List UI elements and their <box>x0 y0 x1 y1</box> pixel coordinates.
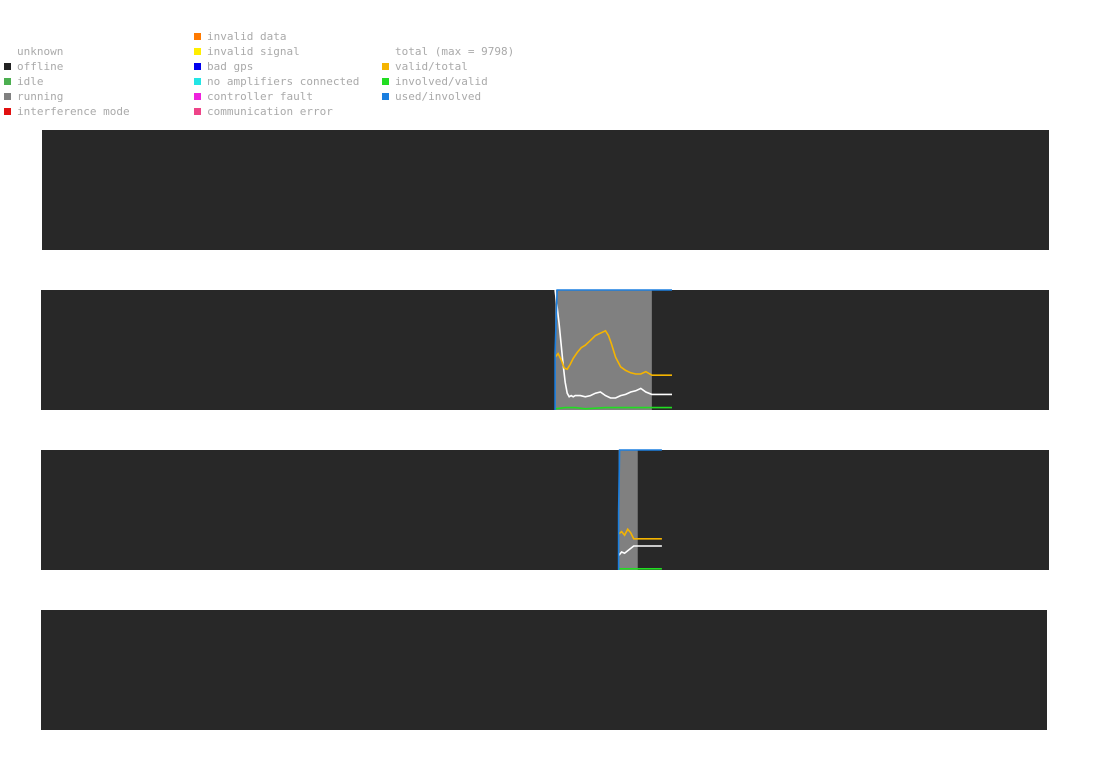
legend-swatch <box>4 63 11 70</box>
legend-label: idle <box>17 75 44 88</box>
series-line-involved-valid <box>555 406 672 410</box>
running-period <box>618 450 638 570</box>
series-line-used-involved <box>554 289 672 410</box>
legend-swatch <box>194 93 201 100</box>
legend-swatch <box>382 63 389 70</box>
series-line-total <box>554 289 672 399</box>
series-line-valid-total <box>554 329 672 377</box>
legend-label: valid/total <box>395 60 468 73</box>
legend-label: unknown <box>17 45 64 58</box>
chart-strip-4 <box>41 610 1047 730</box>
legend-swatch <box>194 48 201 55</box>
legend-label: involved/valid <box>395 75 488 88</box>
series-line-used-involved <box>617 449 662 570</box>
legend-label: invalid data <box>207 30 287 43</box>
legend-label: interference mode <box>17 105 130 118</box>
legend-swatch <box>4 108 11 115</box>
legend-swatch <box>382 93 389 100</box>
legend-label: running <box>17 90 64 103</box>
legend-label: controller fault <box>207 90 313 103</box>
series-line-valid-total <box>618 527 662 540</box>
legend-label: communication error <box>207 105 333 118</box>
chart-strip-2 <box>41 290 1049 410</box>
legend-swatch <box>4 93 11 100</box>
legend-swatch <box>194 33 201 40</box>
legend-swatch <box>194 108 201 115</box>
legend-swatch <box>194 63 201 70</box>
legend-label: bad gps <box>207 60 254 73</box>
running-period <box>555 290 652 410</box>
legend-swatch <box>194 78 201 85</box>
chart-strip-3 <box>41 450 1049 570</box>
chart-strip-1 <box>42 130 1049 250</box>
legend-label: no amplifiers connected <box>207 75 360 88</box>
legend-label: invalid signal <box>207 45 300 58</box>
legend-label: used/involved <box>395 90 482 103</box>
legend-swatch <box>4 78 11 85</box>
legend-swatch <box>382 78 389 85</box>
legend-label: offline <box>17 60 64 73</box>
series-line-total <box>617 545 662 557</box>
legend-label: total (max = 9798) <box>395 45 515 58</box>
